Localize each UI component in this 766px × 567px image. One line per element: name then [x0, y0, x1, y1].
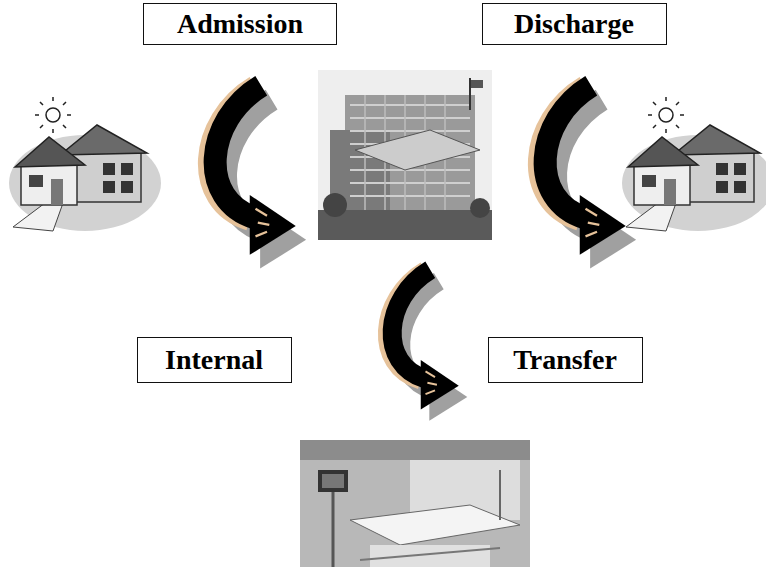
box-label: Discharge	[514, 10, 634, 38]
label-box: Admission	[143, 3, 337, 45]
label-box: Transfer	[488, 337, 643, 383]
label-box: Internal	[137, 337, 292, 383]
hospital-photo	[318, 70, 492, 240]
icu-photo	[300, 440, 530, 567]
home-icon	[622, 97, 766, 231]
box-label: Internal	[165, 346, 263, 374]
curved-arrow	[209, 86, 306, 269]
curved-arrow	[387, 270, 467, 421]
home-icon	[9, 97, 161, 231]
box-label: Admission	[177, 10, 303, 38]
label-box: Discharge	[482, 3, 667, 45]
curved-arrow	[539, 86, 636, 269]
box-label: Transfer	[513, 346, 617, 374]
